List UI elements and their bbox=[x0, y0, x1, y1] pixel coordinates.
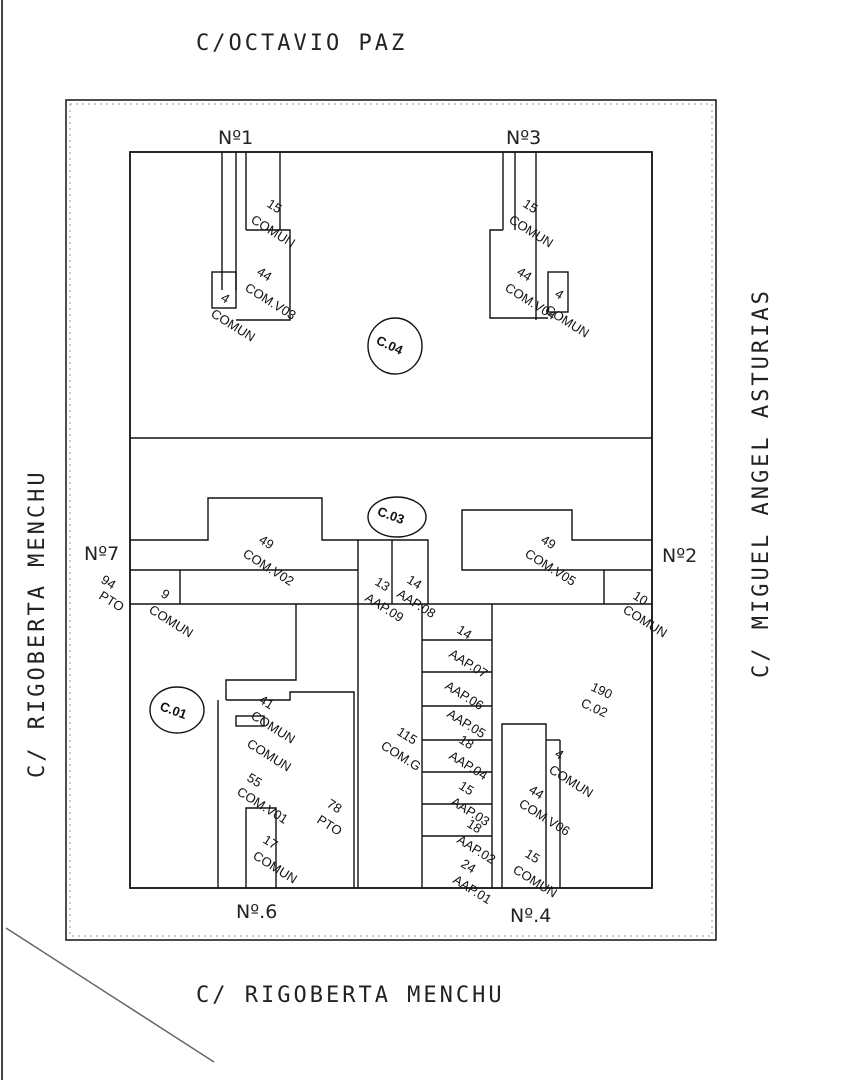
zone-c03: C.03 bbox=[375, 504, 406, 527]
number-n1: Nº1 bbox=[218, 127, 253, 149]
plot-boundary bbox=[65, 99, 717, 941]
number-n4: Nº.4 bbox=[510, 905, 551, 927]
street-bottom: C/ RIGOBERTA MENCHU bbox=[196, 983, 505, 1008]
unit-label: AAP.06 bbox=[442, 678, 486, 713]
unit-label: COM.V01 bbox=[234, 784, 290, 827]
plot-boundary-dots bbox=[69, 103, 713, 937]
upper-units bbox=[211, 152, 569, 321]
street-left: C/ RIGOBERTA MENCHU bbox=[25, 469, 50, 778]
lower-units bbox=[130, 497, 652, 888]
unit-label: 41 bbox=[256, 692, 276, 712]
unit-label: 10 bbox=[630, 588, 650, 608]
unit-label: PTO bbox=[96, 588, 126, 615]
unit-label: 14 bbox=[404, 572, 424, 592]
unit-label: 49 bbox=[538, 532, 558, 552]
unit-label: 78 bbox=[324, 796, 344, 816]
street-top: C/OCTAVIO PAZ bbox=[196, 31, 407, 56]
unit-label: 55 bbox=[244, 770, 264, 790]
unit-label: COMUN bbox=[546, 762, 596, 801]
zone-c04-circle bbox=[367, 317, 423, 375]
unit-label: 49 bbox=[256, 532, 276, 552]
unit-label: COMUN bbox=[506, 212, 556, 251]
unit-label: AAP.01 bbox=[450, 872, 494, 907]
number-n2: Nº2 bbox=[662, 545, 697, 567]
unit-label: COMUN bbox=[620, 602, 670, 641]
unit-label: COM.V02 bbox=[240, 546, 296, 589]
unit-label: 15 bbox=[456, 778, 476, 798]
zone-c04: C.04 bbox=[374, 333, 406, 359]
unit-label: COM.V06 bbox=[516, 796, 572, 839]
unit-label: COMUN bbox=[250, 848, 300, 887]
unit-label: 115 bbox=[394, 724, 420, 748]
unit-label: 44 bbox=[526, 782, 546, 802]
unit-label: COMUN bbox=[146, 602, 196, 641]
zone-c03-circle bbox=[367, 496, 427, 538]
unit-label: COMUN bbox=[510, 862, 560, 901]
street-right: C/ MIGUEL ANGEL ASTURIAS bbox=[749, 288, 774, 678]
number-n6: Nº.6 bbox=[236, 901, 277, 923]
unit-label: 18 bbox=[464, 816, 484, 836]
unit-label: AAP.07 bbox=[446, 646, 490, 681]
unit-label: 44 bbox=[514, 264, 534, 284]
unit-label: 13 bbox=[372, 574, 392, 594]
unit-label: PTO bbox=[314, 812, 344, 839]
unit-label: 15 bbox=[520, 196, 540, 216]
unit-label: 15 bbox=[522, 846, 542, 866]
unit-label: 4 bbox=[552, 746, 566, 763]
unit-label: COM.G bbox=[378, 738, 423, 774]
unit-label: AAP.04 bbox=[446, 748, 490, 783]
unit-label: 14 bbox=[454, 622, 474, 642]
unit-label: 17 bbox=[260, 832, 280, 852]
unit-label: 4 bbox=[552, 286, 566, 303]
number-n3: Nº3 bbox=[506, 127, 541, 149]
unit-label: 4 bbox=[218, 290, 232, 307]
zone-c01: C.01 bbox=[158, 699, 189, 722]
unit-label: 18 bbox=[456, 732, 476, 752]
unit-label: 9 bbox=[158, 586, 172, 603]
unit-label: 24 bbox=[458, 856, 478, 876]
diagonal-line bbox=[5, 927, 215, 1063]
building-outline bbox=[129, 151, 653, 889]
number-n7: Nº7 bbox=[84, 543, 119, 565]
zone-c01-circle bbox=[149, 686, 205, 734]
unit-labels: 15 COMUN 44 COM.V03 4 COMUN 15 COMUN 44 … bbox=[96, 196, 670, 907]
unit-label: COM.V05 bbox=[522, 546, 578, 589]
unit-label: COMUN bbox=[208, 306, 258, 345]
unit-label: 94 bbox=[98, 572, 118, 592]
unit-label: 44 bbox=[254, 264, 274, 284]
unit-label: 15 bbox=[264, 196, 284, 216]
